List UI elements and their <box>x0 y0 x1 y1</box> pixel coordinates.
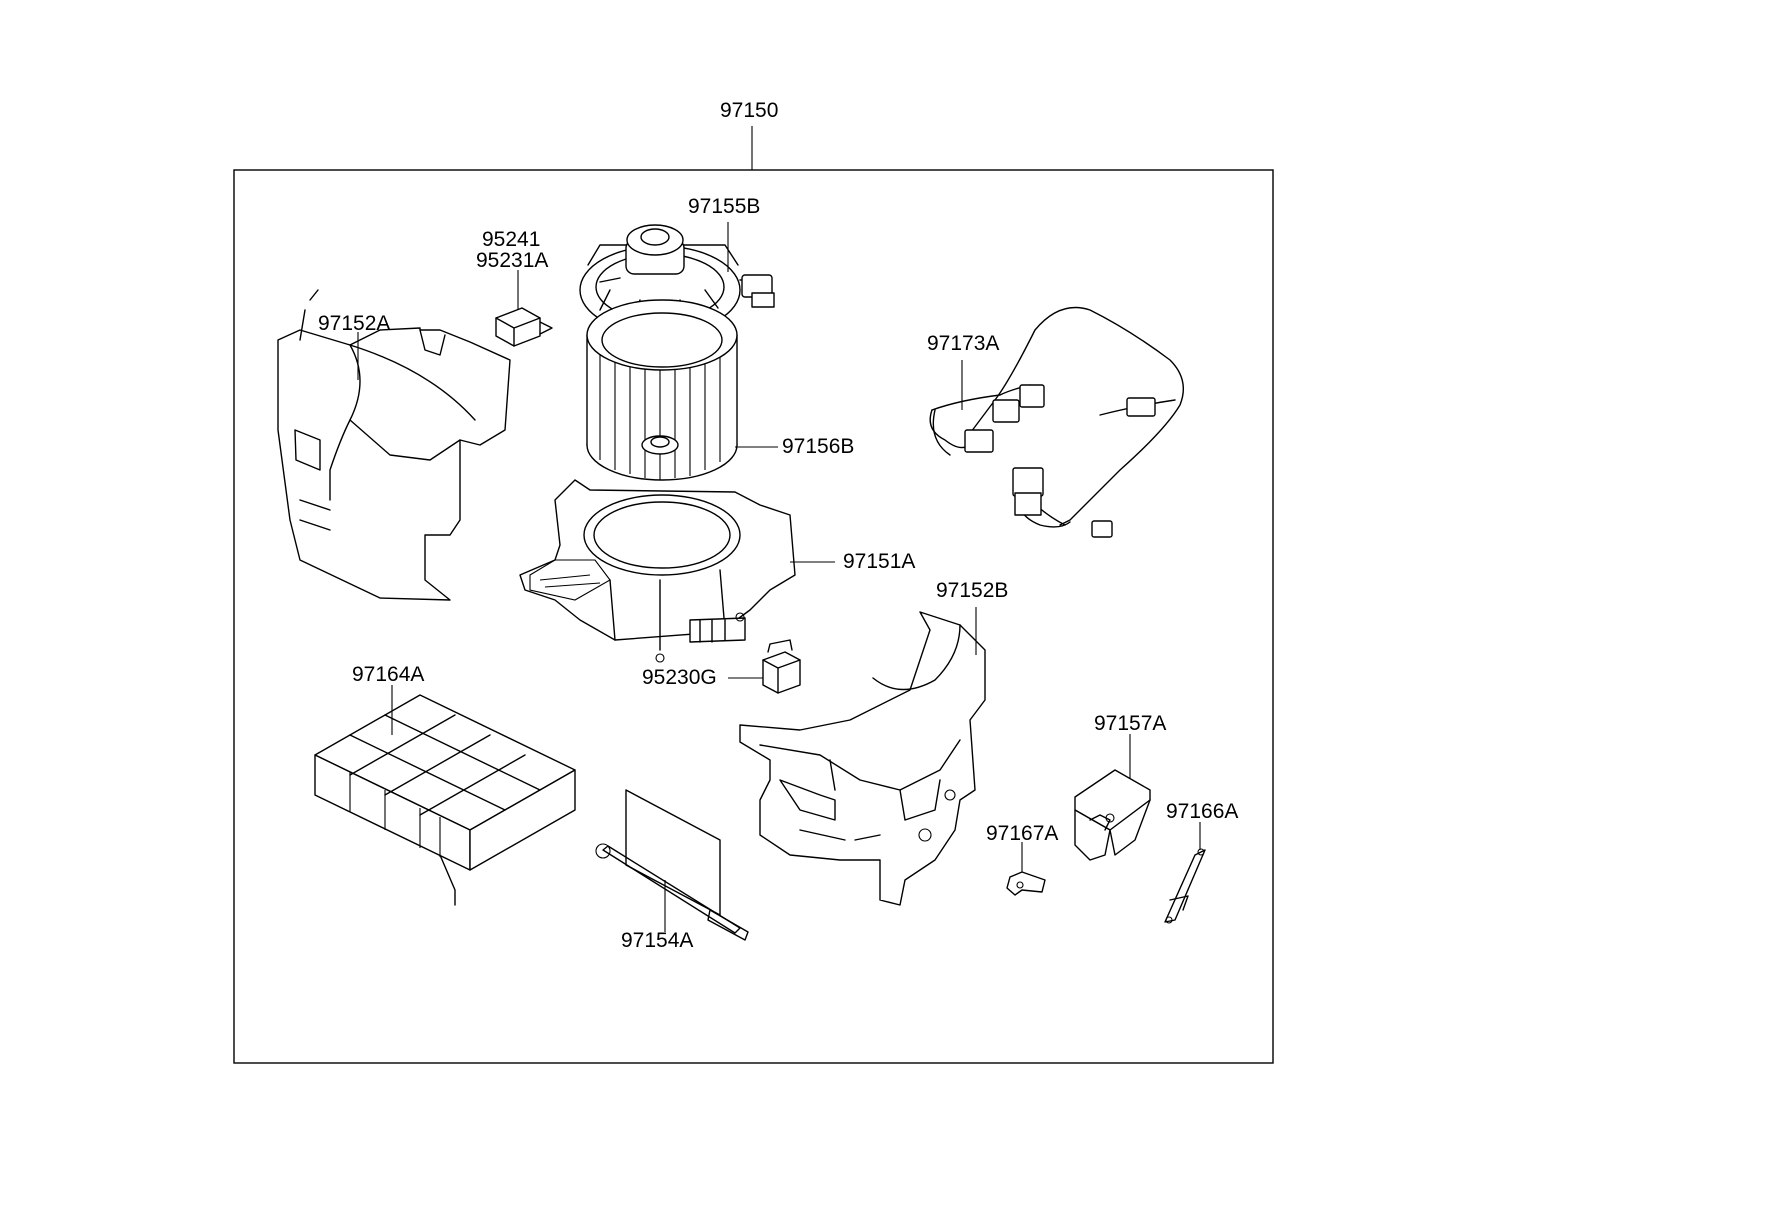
part-label-lever-a: 97166A <box>1166 800 1238 823</box>
lever-a-part <box>1164 822 1206 924</box>
part-label-relay-a: 95241 <box>482 228 540 251</box>
case-right-part <box>739 607 986 906</box>
part-label-case-right: 97152B <box>936 579 1008 602</box>
blower-case-part <box>519 479 835 663</box>
shaft-part <box>595 789 749 941</box>
case-left-part <box>277 289 511 601</box>
part-label-case-left: 97152A <box>318 312 390 335</box>
actuator-part <box>1074 734 1151 861</box>
fan-part <box>586 299 778 481</box>
part-label-relay-b: 95231A <box>476 249 548 272</box>
part-label-fan: 97156B <box>782 435 854 458</box>
resistor-part <box>728 639 801 694</box>
relay-part <box>495 270 553 347</box>
part-label-wiring: 97173A <box>927 332 999 355</box>
part-label-shaft: 97154A <box>621 929 693 952</box>
assembly-label: 97150 <box>720 99 778 122</box>
part-label-resistor: 95230G <box>642 666 717 689</box>
assembly-frame <box>233 169 1274 1064</box>
part-label-filter: 97164A <box>352 663 424 686</box>
part-label-fan-motor: 97155B <box>688 195 760 218</box>
lever-b-part <box>1006 842 1046 896</box>
filter-part <box>314 685 576 906</box>
part-label-blower-case: 97151A <box>843 550 915 573</box>
part-label-lever-b: 97167A <box>986 822 1058 845</box>
part-label-actuator: 97157A <box>1094 712 1166 735</box>
wiring-part <box>929 306 1184 538</box>
